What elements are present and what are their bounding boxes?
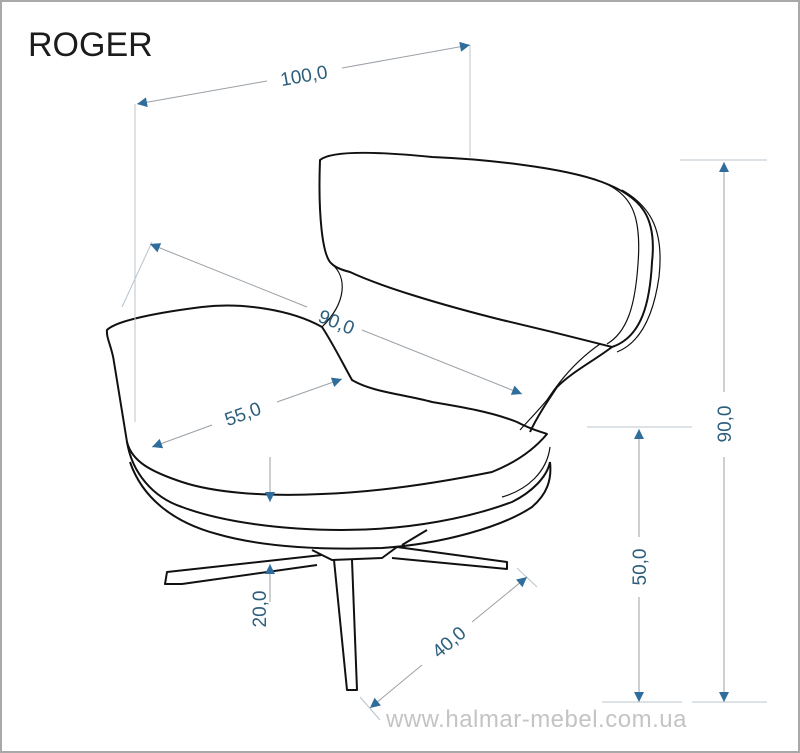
base-leg-left	[164, 554, 323, 585]
dim-seat-height-label: 50,0	[630, 549, 651, 586]
base-leg-back	[401, 529, 428, 546]
dim-base-clearance-label: 20,0	[250, 591, 271, 628]
seat-shell	[126, 441, 551, 531]
dim-base-leg-label: 40,0	[429, 623, 471, 663]
dim-height-label: 90,0	[715, 406, 736, 443]
base-leg-front	[333, 559, 358, 691]
backrest	[318, 151, 654, 348]
chair-outline	[105, 151, 661, 691]
back-support	[529, 346, 613, 433]
base-leg-right	[391, 546, 508, 570]
dimension-lines	[121, 41, 767, 721]
dim-depth-label: 90,0	[315, 306, 357, 339]
seat-cushion	[105, 304, 548, 496]
product-title: ROGER	[28, 26, 153, 64]
dim-seat-depth-label: 55,0	[222, 399, 264, 431]
website-watermark: www.halmar-mebel.com.ua	[386, 706, 687, 733]
dim-width-label: 100,0	[279, 62, 329, 91]
